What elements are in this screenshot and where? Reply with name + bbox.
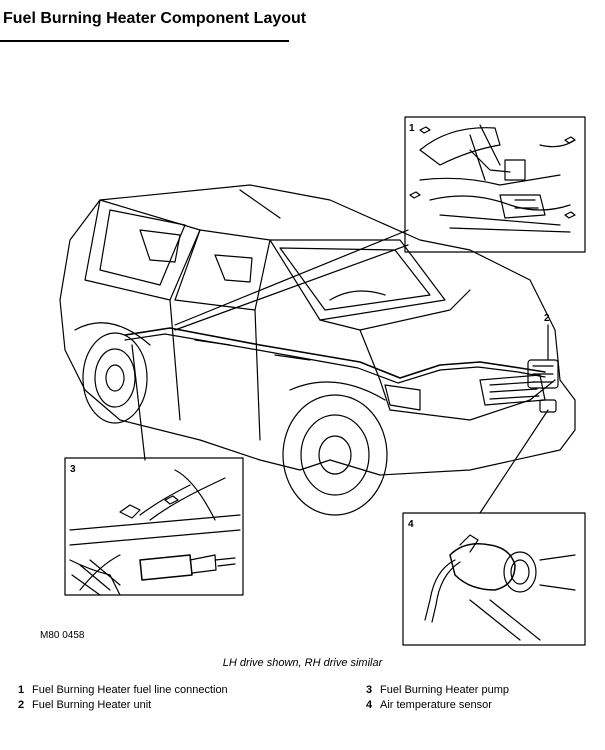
legend-item-4: 4 Air temperature sensor [366,699,492,711]
component-layout-diagram: 1 2 3 4 [59,116,586,646]
legend-number: 1 [18,684,25,696]
figure-caption: LH drive shown, RH drive similar [222,657,383,669]
legend-text: Fuel Burning Heater fuel line connection [32,684,228,696]
legend-item-1: 1 Fuel Burning Heater fuel line connectio… [18,684,228,696]
legend-text: Fuel Burning Heater pump [380,684,510,696]
legend-number: 4 [366,699,373,711]
callout-2: 2 [544,313,550,324]
inset-1-fuel-line-connection [404,116,586,253]
vehicle-illustration [59,184,576,476]
callout-4: 4 [408,519,414,530]
legend-item-3: 3 Fuel Burning Heater pump [366,684,509,696]
fuel-line [124,327,546,379]
callout-3: 3 [70,464,76,475]
page-title: Fuel Burning Heater Component Layout [3,10,307,27]
leader-line-3 [131,344,146,461]
front-wheel [282,381,388,516]
rear-wheel [74,322,151,424]
heater-unit-mark [527,359,559,413]
legend-number: 2 [18,699,25,711]
inset-3-heater-pump [64,457,244,596]
leader-line-1 [174,229,409,331]
figure-code: M80 0458 [40,630,85,641]
leader-line-4 [479,409,549,514]
legend-text: Air temperature sensor [380,699,492,711]
callout-1: 1 [409,123,415,134]
legend-text: Fuel Burning Heater unit [32,699,152,711]
title-underline [0,40,289,42]
legend-number: 3 [366,684,373,696]
legend-item-2: 2 Fuel Burning Heater unit [18,699,151,711]
inset-4-air-temperature-sensor [402,512,586,646]
